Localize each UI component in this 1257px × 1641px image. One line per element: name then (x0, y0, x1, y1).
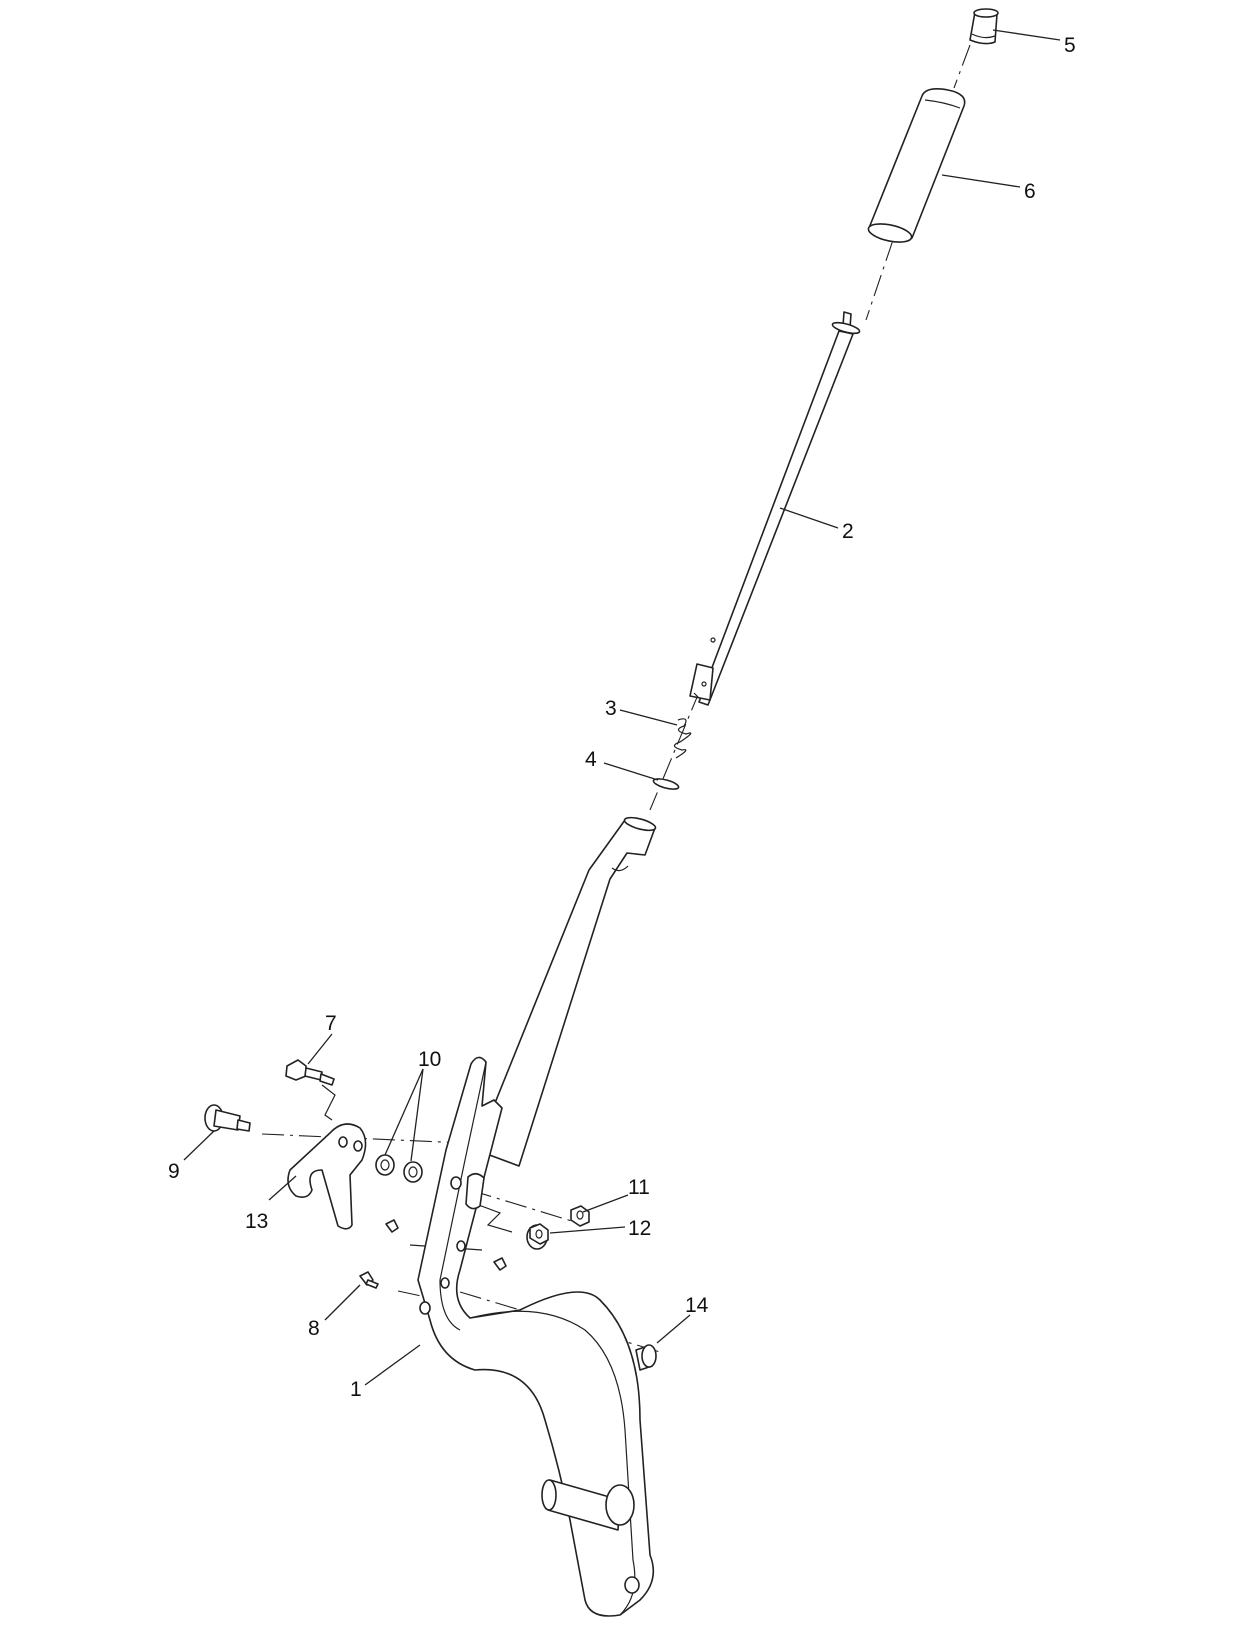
callout-2: 2 (842, 520, 854, 543)
callout-1: 1 (350, 1378, 362, 1401)
part-12-flange-nut (526, 1223, 549, 1250)
callout-7: 7 (325, 1012, 337, 1035)
callout-9: 9 (168, 1160, 180, 1183)
part-4-washer (652, 778, 680, 790)
callout-6: 6 (1024, 180, 1036, 203)
callout-13: 13 (245, 1210, 268, 1233)
part-3-spring (673, 718, 692, 759)
part-2-control-rod (689, 311, 861, 706)
callout-8: 8 (308, 1317, 320, 1340)
part-14-pin (635, 1344, 657, 1371)
callout-14: 14 (685, 1294, 709, 1317)
part-9-shoulder-bolt (204, 1104, 251, 1132)
callout-4: 4 (585, 748, 597, 771)
leader-lines (183, 29, 1061, 1386)
callout-11: 11 (628, 1176, 650, 1199)
callouts: 5 6 2 3 4 7 10 11 12 9 13 8 1 14 (168, 34, 1076, 1401)
part-5-end-cap (969, 8, 999, 45)
callout-3: 3 (605, 697, 617, 720)
part-13-latch-plate (287, 1123, 367, 1230)
part-6-hand-grip (867, 88, 966, 243)
callout-10: 10 (418, 1048, 441, 1071)
callout-12: 12 (628, 1217, 651, 1240)
part-10-spacers (375, 1154, 423, 1183)
callout-5: 5 (1064, 34, 1076, 57)
part-8-bolt (359, 1219, 507, 1289)
part-11-nut (570, 1205, 590, 1227)
part-1-lever-arm (417, 816, 657, 1617)
part-7-shoulder-bolt (285, 1059, 335, 1086)
